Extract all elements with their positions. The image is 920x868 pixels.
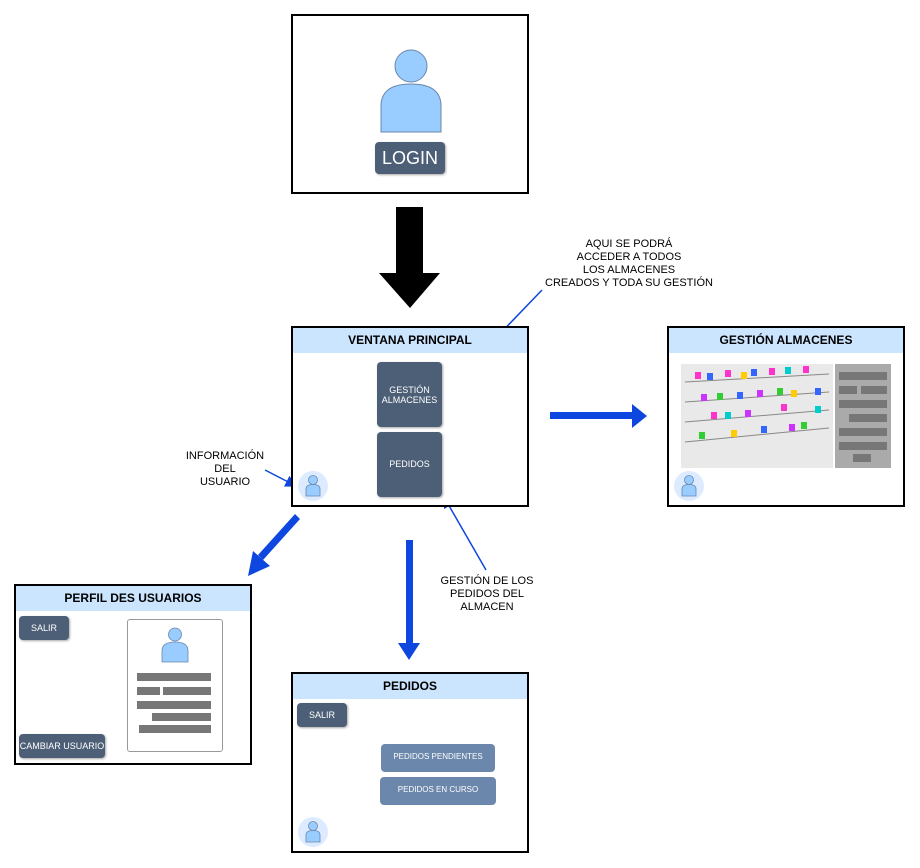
salir-button[interactable]: SALIR — [297, 703, 347, 727]
gestion-almacenes-title: GESTIÓN ALMACENES — [669, 328, 903, 353]
warehouse-image — [681, 364, 833, 468]
note-almacenes: AQUI SE PODRÁ ACCEDER A TODOS LOS ALMACE… — [545, 238, 713, 289]
pedidos-button[interactable]: PEDIDOS — [377, 432, 442, 497]
perfil-title: PERFIL DES USUARIOS — [16, 586, 250, 611]
side-panel — [835, 364, 891, 468]
annotation-arrow-usuario — [264, 469, 298, 487]
black-down-arrow — [379, 207, 440, 308]
cambiar-usuario-button[interactable]: CAMBIAR USUARIO — [19, 734, 105, 758]
blue-arrow-down-left — [248, 514, 300, 576]
blue-arrow-right — [550, 404, 647, 428]
user-avatar[interactable] — [298, 471, 328, 501]
gestion-almacenes-button[interactable]: GESTIÓN ALMACENES — [377, 362, 442, 427]
person-icon — [380, 49, 442, 133]
person-icon — [681, 475, 697, 497]
salir-button[interactable]: SALIR — [19, 616, 69, 640]
login-button[interactable]: LOGIN — [375, 142, 445, 174]
ventana-principal-title: VENTANA PRINCIPAL — [293, 328, 527, 353]
person-icon — [305, 821, 321, 843]
blue-arrow-down — [398, 540, 420, 660]
note-usuario: INFORMACIÓN DEL USUARIO — [185, 450, 265, 488]
annotation-arrow-pedidos — [443, 495, 487, 571]
person-icon — [305, 475, 321, 497]
login-screen: LOGIN — [291, 14, 529, 194]
user-avatar[interactable] — [674, 471, 704, 501]
pedidos-en-curso-button[interactable]: PEDIDOS EN CURSO — [380, 777, 496, 805]
person-icon — [161, 627, 189, 663]
pedidos-pendientes-button[interactable]: PEDIDOS PENDIENTES — [381, 744, 495, 772]
pedidos-screen: PEDIDOS SALIR PEDIDOS PENDIENTES PEDIDOS… — [291, 672, 529, 853]
gestion-almacenes-screen: GESTIÓN ALMACENES — [667, 326, 905, 507]
perfil-usuarios-screen: PERFIL DES USUARIOS SALIR CAMBIAR USUARI… — [14, 584, 252, 765]
user-avatar[interactable] — [298, 817, 328, 847]
profile-card — [127, 619, 223, 752]
note-pedidos: GESTIÓN DE LOS PEDIDOS DEL ALMACEN — [440, 575, 534, 613]
ventana-principal-screen: VENTANA PRINCIPAL GESTIÓN ALMACENES PEDI… — [291, 326, 529, 507]
pedidos-title: PEDIDOS — [293, 674, 527, 699]
